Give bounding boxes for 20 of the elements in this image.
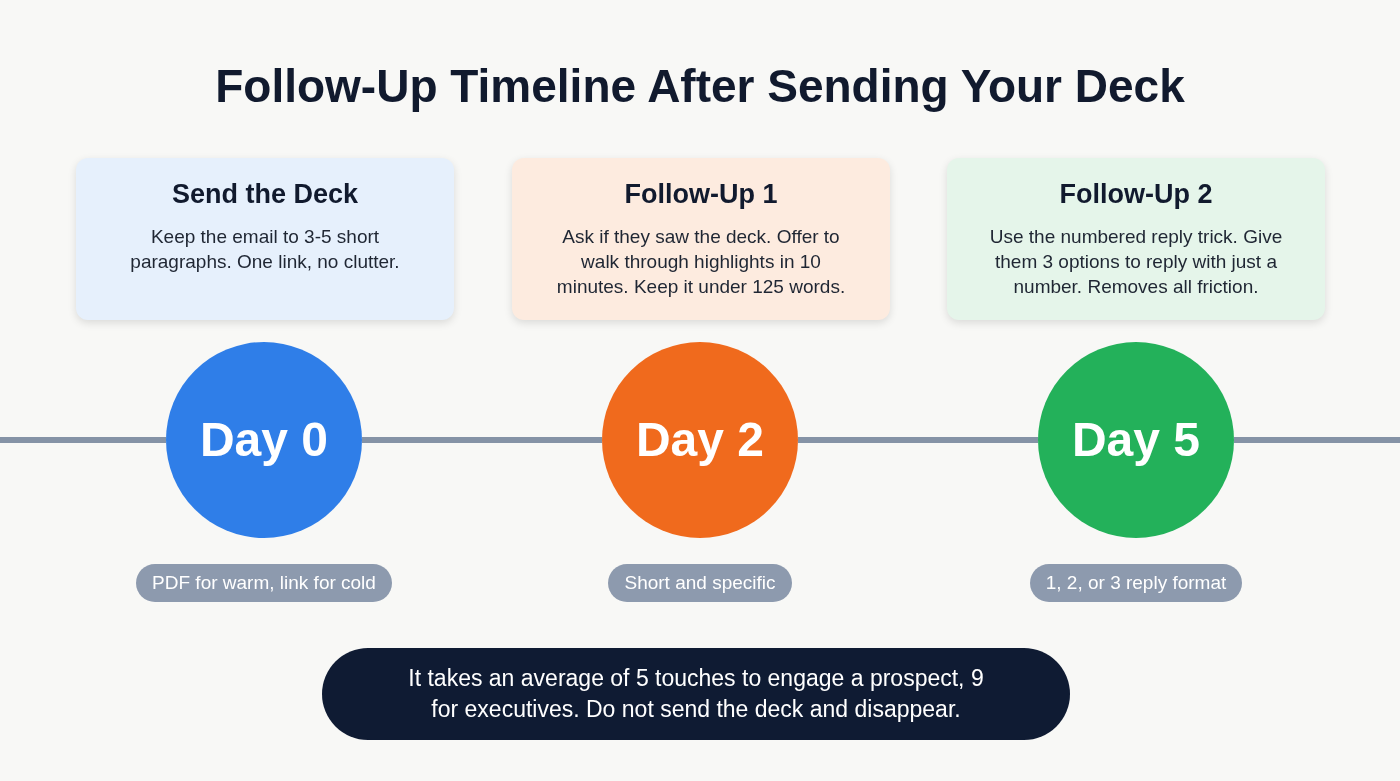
card-heading: Send the Deck: [171, 178, 359, 211]
note-text: It takes an average of 5 touches to engage a prospect, 9 for executives. Do not send the deck and disappear.: [407, 664, 985, 724]
card-heading: Follow-Up 2: [1059, 178, 1213, 211]
day-label: Day 0: [199, 412, 329, 468]
tip-tag: 1, 2, or 3 reply format: [1029, 564, 1243, 602]
timeline-line: [798, 437, 1038, 443]
day-label: Day 5: [1071, 412, 1201, 468]
step-card: [512, 158, 890, 320]
card-text: Ask if they saw the deck. Offer to walk through highlights in 10 minutes. Keep it under 125 words.: [555, 224, 847, 299]
timeline-line: [362, 437, 602, 443]
tip-tag: PDF for warm, link for cold: [136, 564, 392, 602]
card-text: Use the numbered reply trick. Give them 3 options to reply with just a number. Removes all friction.: [988, 224, 1284, 299]
day-label: Day 2: [635, 412, 765, 468]
card-heading: Follow-Up 1: [624, 178, 778, 211]
step-card: [76, 158, 454, 320]
tip-tag: Short and specific: [608, 564, 792, 602]
timeline-line: [1234, 437, 1400, 443]
card-text: Keep the email to 3-5 short paragraphs. One link, no clutter.: [129, 224, 401, 274]
timeline-line: [0, 437, 166, 443]
title: Follow-Up Timeline After Sending Your Deck: [214, 59, 1186, 114]
